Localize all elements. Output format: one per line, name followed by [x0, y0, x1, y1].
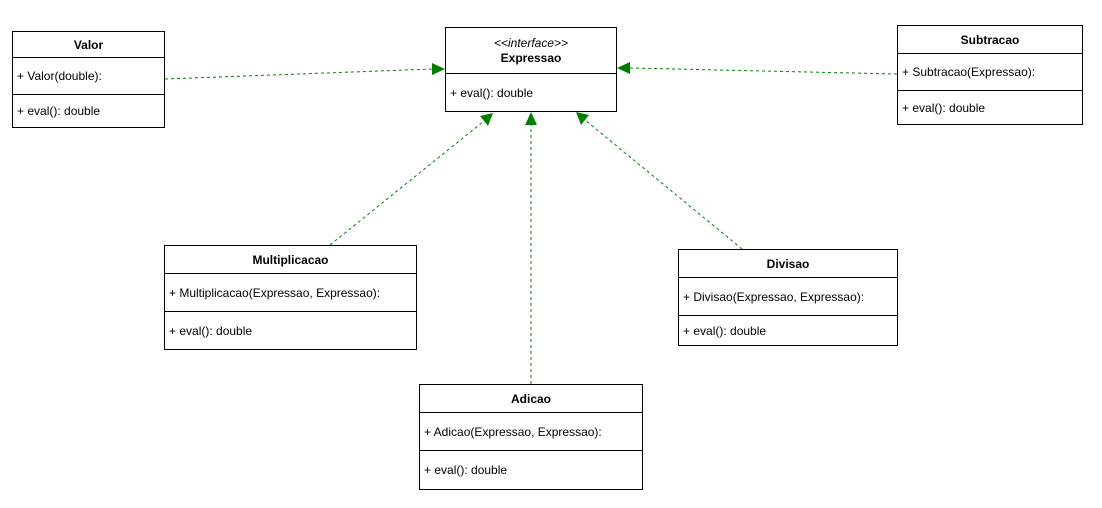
- class-name: Expressao: [500, 50, 562, 65]
- class-subtracao[interactable]: Subtracao + Subtracao(Expressao): + eval…: [897, 25, 1083, 125]
- class-name: Adicao: [510, 391, 551, 406]
- class-adicao[interactable]: Adicao + Adicao(Expressao, Expressao): +…: [419, 384, 643, 490]
- class-name: Divisao: [766, 256, 810, 271]
- class-header: Subtracao: [898, 26, 1082, 54]
- arrowhead-icon: [525, 112, 537, 125]
- realization-divisao-to-expressao: [576, 112, 743, 250]
- class-multiplicacao[interactable]: Multiplicacao + Multiplicacao(Expressao,…: [164, 245, 417, 350]
- arrowhead-icon: [576, 112, 589, 125]
- realization-multiplicacao-to-expressao: [329, 113, 493, 246]
- class-constructor: + Subtracao(Expressao):: [898, 54, 1082, 91]
- class-header: Divisao: [679, 250, 897, 278]
- class-header: <<interface>> Expressao: [446, 28, 616, 74]
- class-method: + eval(): double: [424, 463, 508, 477]
- class-constructor: + Divisao(Expressao, Expressao):: [679, 278, 897, 316]
- class-name: Subtracao: [960, 32, 1020, 47]
- arrowhead-icon: [617, 62, 630, 74]
- class-name: Multiplicacao: [252, 252, 329, 267]
- class-name: Valor: [73, 37, 104, 52]
- class-method: + eval(): double: [902, 100, 986, 115]
- arrowhead-icon: [480, 113, 493, 126]
- class-valor[interactable]: Valor + Valor(double): + eval(): double: [12, 31, 165, 128]
- class-divisao[interactable]: Divisao + Divisao(Expressao, Expressao):…: [678, 249, 898, 346]
- class-constructor: + Adicao(Expressao, Expressao):: [420, 413, 642, 451]
- realization-subtracao-to-expressao: [617, 62, 898, 75]
- class-method: + eval(): double: [450, 85, 534, 100]
- class-header: Multiplicacao: [165, 246, 416, 274]
- class-stereotype: <<interface>>: [493, 35, 569, 50]
- arrowhead-icon: [432, 63, 445, 75]
- class-header: Adicao: [420, 385, 642, 413]
- interface-expressao[interactable]: <<interface>> Expressao + eval(): double: [445, 27, 617, 112]
- realization-valor-to-expressao: [164, 63, 445, 80]
- class-method: + eval(): double: [683, 323, 767, 338]
- class-method: + eval(): double: [169, 323, 253, 338]
- class-method: + eval(): double: [17, 104, 101, 118]
- class-constructor: + Valor(double):: [13, 58, 164, 95]
- class-constructor: + Multiplicacao(Expressao, Expressao):: [165, 274, 416, 312]
- realization-adicao-to-expressao: [525, 112, 537, 384]
- class-header: Valor: [13, 32, 164, 58]
